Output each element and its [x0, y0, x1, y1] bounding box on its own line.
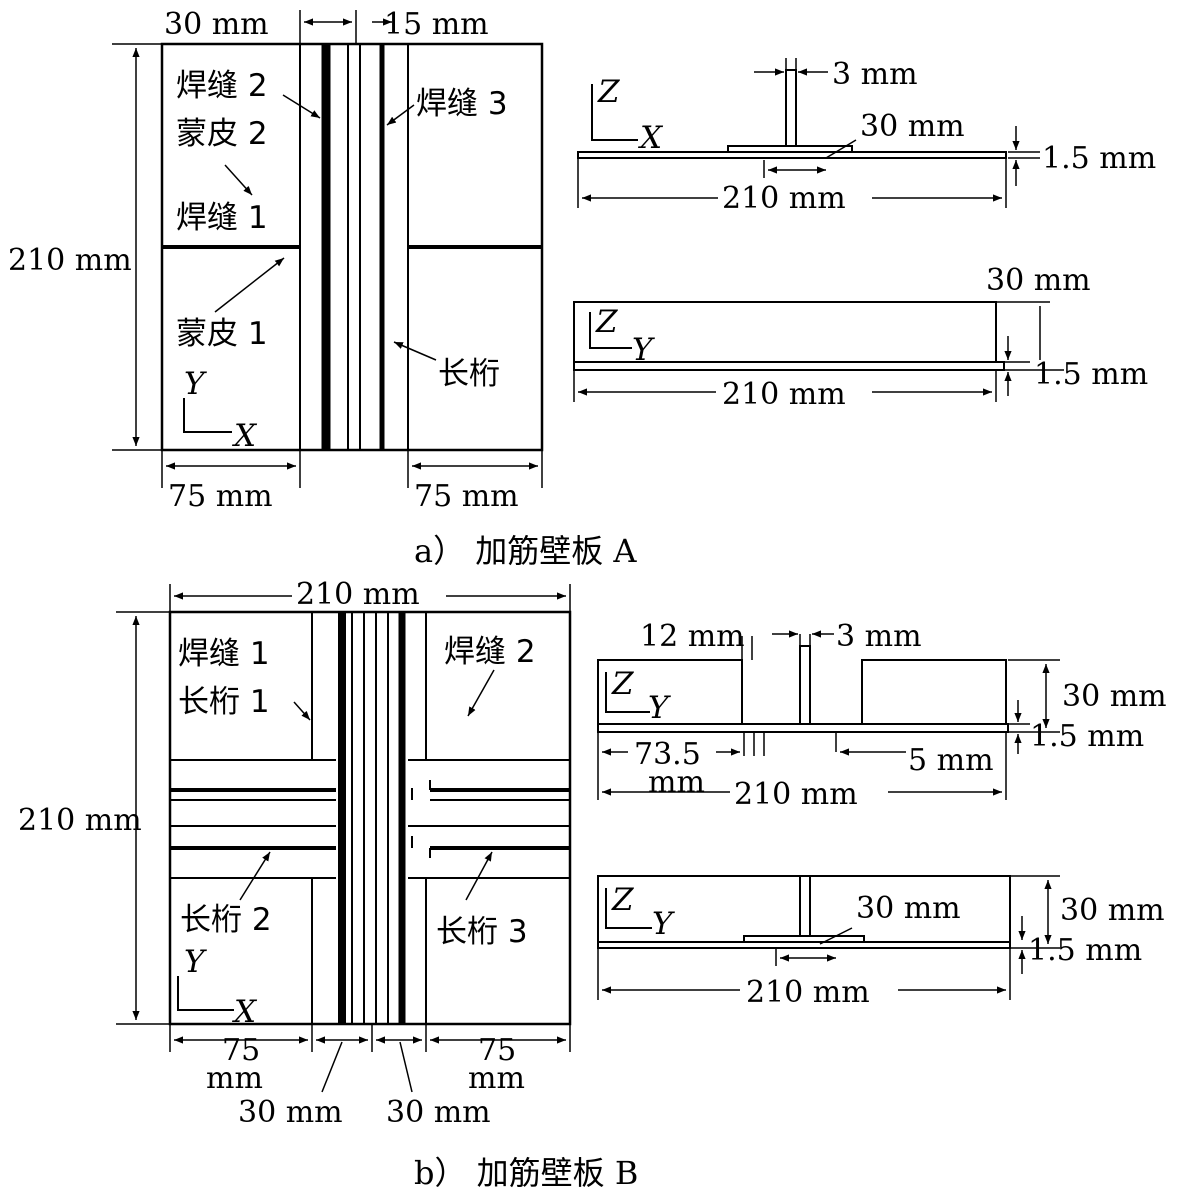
panel-b-bottom-dim-height: 30 mm: [1060, 893, 1165, 928]
panel-b-label-weld1: 焊缝 1: [178, 636, 270, 672]
panel-a-yz-dim-thick: 1.5 mm: [1034, 357, 1148, 392]
panel-b-label-weld2: 焊缝 2: [444, 634, 536, 670]
panel-b-label-stringer2: 长桁 2: [180, 902, 272, 938]
panel-a-caption: a） 加筋壁板 A: [414, 532, 637, 570]
panel-b-section-top: [597, 630, 1060, 800]
panel-a-label-stringer: 长桁: [438, 356, 500, 392]
panel-b-bottom-axis-y: Y: [652, 906, 675, 942]
panel-b-top-dim-12: 12 mm: [640, 619, 745, 654]
panel-a-section-yz: [573, 301, 1064, 402]
panel-b-section-bottom: [597, 875, 1060, 1000]
panel-b-top-dim-thick: 1.5 mm: [1030, 719, 1144, 754]
panel-b-dim-top: 210 mm: [296, 577, 420, 612]
panel-b-plan-view: [116, 584, 572, 1093]
panel-a-yz-dim-height: 30 mm: [986, 263, 1091, 298]
panel-a-xz-dim-width: 210 mm: [722, 181, 846, 216]
panel-a-plan-view: [112, 10, 544, 488]
panel-b-dim-bottom-left-b: mm: [206, 1061, 263, 1096]
panel-b-caption: b） 加筋壁板 B: [414, 1154, 638, 1192]
panel-b-top-dim-735-a: 73.5: [634, 737, 701, 772]
panel-b-dim-left: 210 mm: [18, 803, 142, 838]
panel-a-dim-top-left: 30 mm: [164, 7, 269, 42]
panel-b-dim-bottom-mid-right: 30 mm: [386, 1095, 491, 1130]
panel-a-dim-top-right: 15 mm: [384, 7, 489, 42]
panel-a-dim-left: 210 mm: [8, 243, 132, 278]
panel-a-yz-axis-y: Y: [632, 332, 655, 368]
panel-a-yz-dim-width: 210 mm: [722, 377, 846, 412]
panel-a-dim-bottom-left: 75 mm: [168, 479, 273, 514]
panel-a-label-weld2: 焊缝 2: [176, 68, 268, 104]
panel-b-bottom-dim-flange: 30 mm: [856, 891, 961, 926]
panel-b-plan-axis-y: Y: [184, 944, 207, 980]
panel-a-label-skin2: 蒙皮 2: [176, 116, 268, 152]
panel-a-dim-bottom-right: 75 mm: [414, 479, 519, 514]
panel-b-label-stringer3: 长桁 3: [436, 914, 528, 950]
panel-a-label-weld1: 焊缝 1: [176, 200, 268, 236]
panel-b-top-axis-y: Y: [648, 690, 671, 726]
panel-b-top-dim-5: 5 mm: [908, 743, 994, 778]
panel-a-yz-axis-z: Z: [595, 304, 618, 340]
panel-a-label-skin1: 蒙皮 1: [176, 316, 268, 352]
panel-a-section-xz: [577, 58, 1040, 208]
panel-b-plan-axis-x: X: [232, 994, 258, 1030]
panel-b-top-axis-z: Z: [611, 666, 634, 702]
panel-b-top-dim-height: 30 mm: [1062, 679, 1167, 714]
panel-a-plan-axis-y: Y: [184, 366, 207, 402]
panel-b-dim-bottom-right-a: 75: [478, 1033, 516, 1068]
panel-a-xz-dim-flange: 30 mm: [860, 109, 965, 144]
panel-a-xz-axis-x: X: [638, 120, 664, 156]
panel-b-label-stringer1: 长桁 1: [178, 684, 270, 720]
panel-b-dim-bottom-left-a: 75: [222, 1033, 260, 1068]
panel-b-dim-bottom-right-b: mm: [468, 1061, 525, 1096]
panel-b-bottom-dim-width: 210 mm: [746, 975, 870, 1010]
panel-a-label-weld3: 焊缝 3: [416, 86, 508, 122]
panel-b-top-dim-735-b: mm: [648, 765, 705, 800]
panel-a-xz-axis-z: Z: [597, 74, 620, 110]
panel-a-xz-dim-web: 3 mm: [832, 57, 918, 92]
panel-a-xz-dim-thick: 1.5 mm: [1042, 141, 1156, 176]
panel-a-plan-axis-x: X: [232, 418, 258, 454]
panel-b-dim-bottom-mid-left: 30 mm: [238, 1095, 343, 1130]
panel-b-bottom-dim-thick: 1.5 mm: [1028, 933, 1142, 968]
panel-b-bottom-axis-z: Z: [611, 882, 634, 918]
panel-b-top-dim-width: 210 mm: [734, 777, 858, 812]
panel-b-top-dim-web: 3 mm: [836, 619, 922, 654]
